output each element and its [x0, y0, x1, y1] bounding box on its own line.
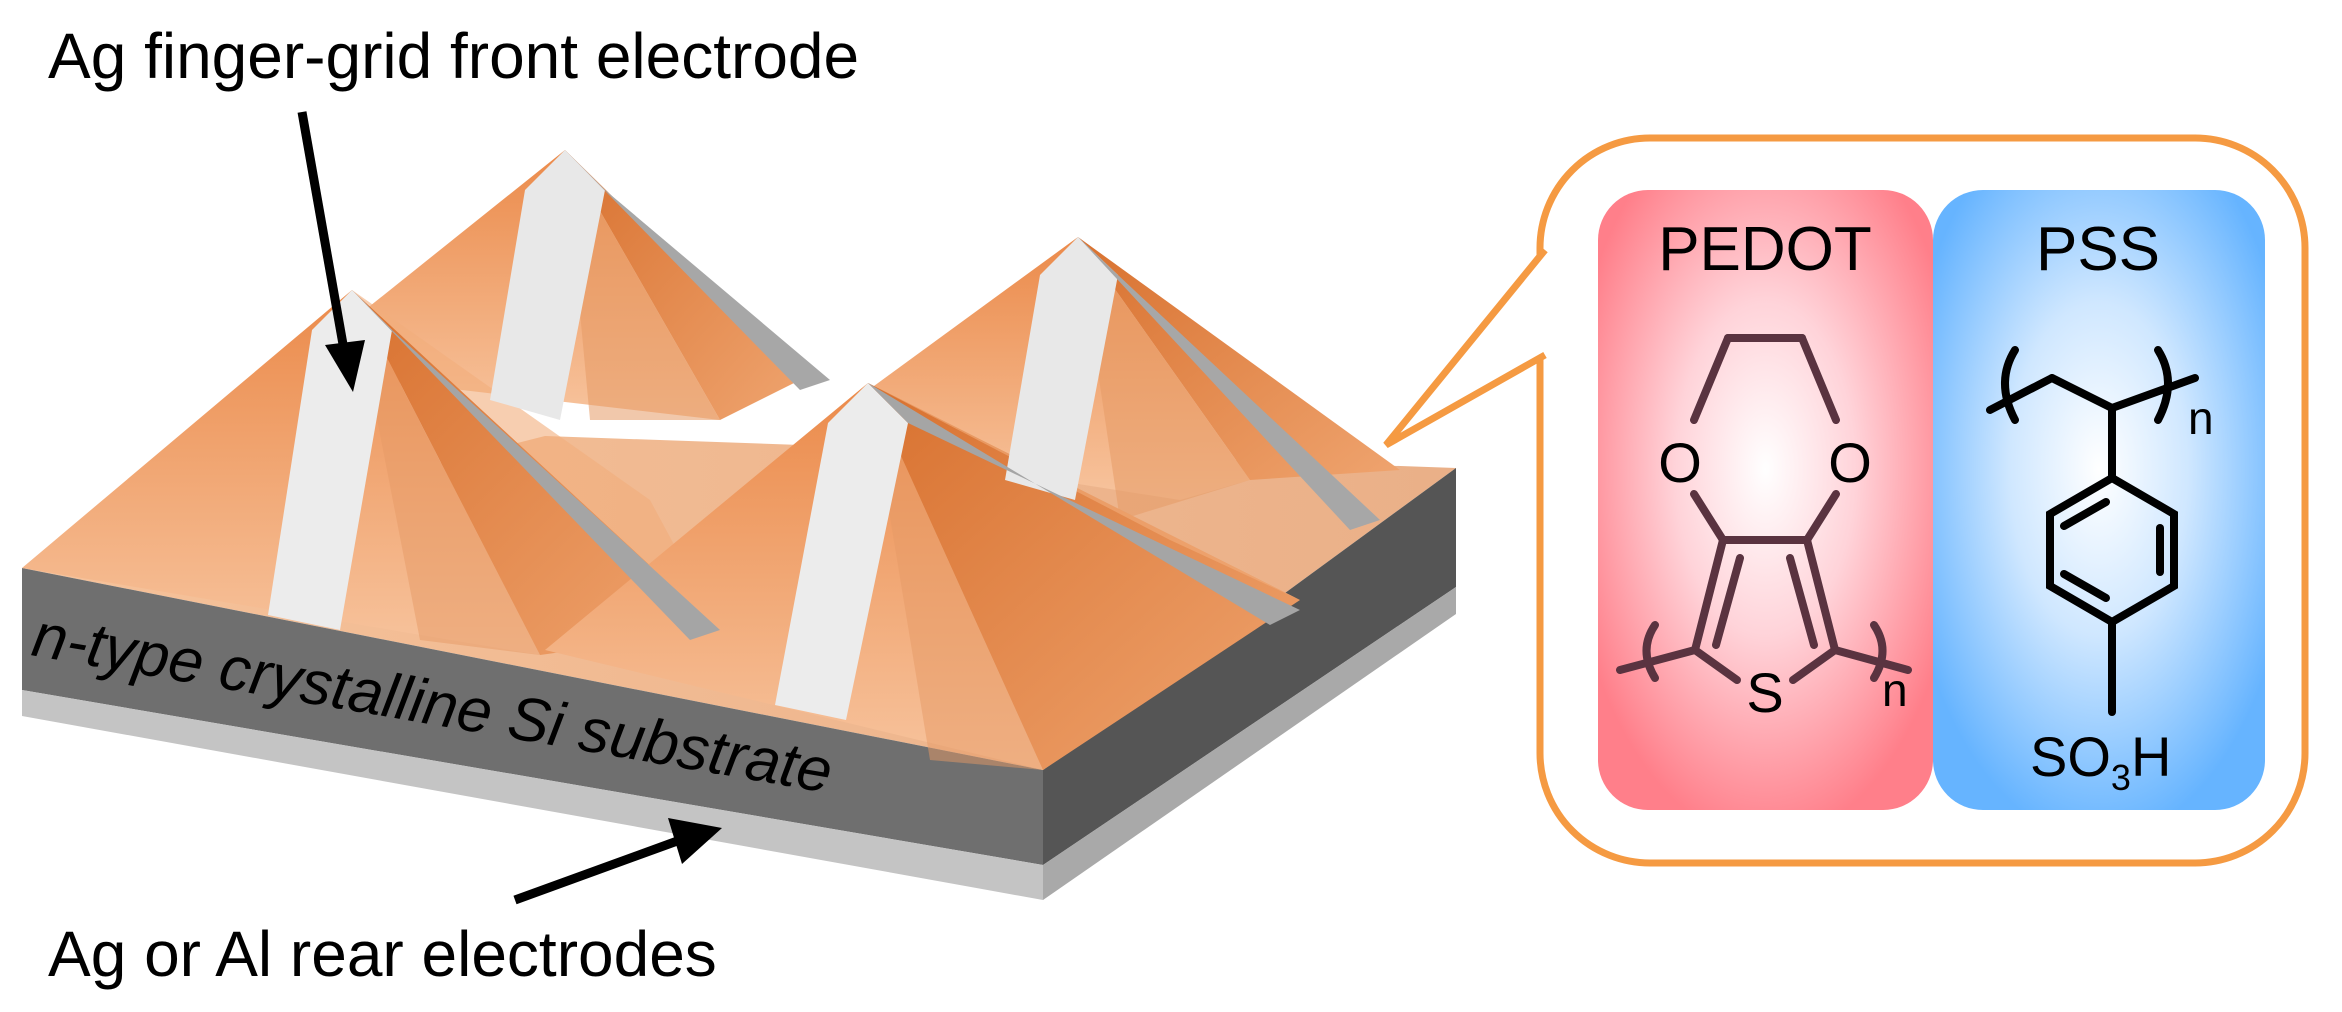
pyramid-front-right	[545, 383, 1300, 770]
rear-electrode-arrow	[513, 818, 722, 905]
finger-electrode-back-left	[490, 150, 830, 420]
rear-electrode-layer-front	[22, 690, 1043, 900]
pss-structure	[1986, 346, 2199, 716]
sulfonate-subscript: 3	[2111, 757, 2131, 798]
rear-electrode-layer-right	[1043, 587, 1456, 900]
pedot-repeat-n: n	[1882, 664, 1908, 716]
sulfonate-prefix: SO	[2030, 725, 2111, 788]
finger-electrode-back-right	[1005, 237, 1380, 530]
substrate-right-face	[1043, 468, 1456, 865]
rear-electrode-label: Ag or Al rear electrodes	[48, 918, 717, 990]
pss-panel: PSS n SO3H	[1933, 190, 2265, 810]
pedot-oxygen-right: O	[1828, 431, 1872, 494]
pss-title: PSS	[2036, 215, 2160, 284]
substrate-front-face	[22, 568, 1043, 865]
pedot-sulfur: S	[1746, 661, 1783, 724]
sulfonate-suffix: H	[2131, 725, 2171, 788]
front-electrode-arrow	[297, 111, 365, 392]
pss-repeat-n: n	[2188, 392, 2214, 444]
finger-electrode-front-right	[775, 383, 1300, 720]
pedot-title: PEDOT	[1658, 215, 1872, 284]
front-electrode-label: Ag finger-grid front electrode	[48, 20, 859, 92]
pedot-panel: PEDOT O O S n	[1598, 190, 1933, 810]
pedot-structure	[1616, 334, 1912, 684]
pedot-oxygen-left: O	[1658, 431, 1702, 494]
finger-electrode-front-left	[268, 290, 720, 640]
pss-sulfonic-acid: SO3H	[2030, 725, 2171, 798]
